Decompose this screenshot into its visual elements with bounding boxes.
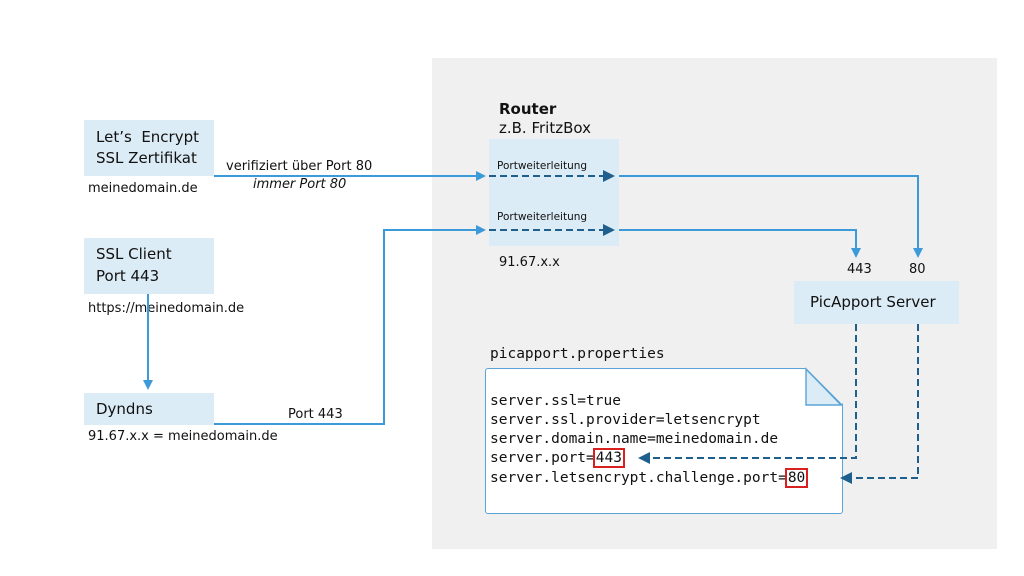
letsencrypt-line2: SSL Zertifikat bbox=[96, 149, 197, 167]
properties-line-5: server.letsencrypt.challenge.port=80 bbox=[490, 468, 809, 488]
server-port-80-label: 80 bbox=[909, 262, 926, 277]
properties-line-1: server.ssl=true bbox=[490, 393, 621, 409]
server-port-value: 443 bbox=[592, 448, 625, 468]
router-ip: 91.67.x.x bbox=[499, 255, 560, 270]
challenge-port-value: 80 bbox=[784, 468, 809, 488]
picapport-server-box bbox=[794, 281, 959, 324]
letsencrypt-edge-label-italic: immer Port 80 bbox=[253, 177, 347, 192]
ssl-client-url: https://meinedomain.de bbox=[88, 301, 245, 316]
properties-line-4: server.port=443 bbox=[490, 448, 625, 468]
challenge-port-key: server.letsencrypt.challenge.port= bbox=[490, 470, 787, 486]
letsencrypt-box bbox=[84, 120, 214, 176]
ssl-client-line1: SSL Client bbox=[96, 245, 172, 263]
forward-label-2: Portweiterleitung bbox=[497, 211, 588, 223]
picapport-server-label: PicApport Server bbox=[810, 293, 936, 311]
server-port-443-label: 443 bbox=[847, 262, 872, 277]
ssl-client-box bbox=[84, 238, 214, 294]
ssl-client-line2: Port 443 bbox=[96, 267, 160, 285]
dyndns-box bbox=[84, 393, 214, 425]
properties-line-3: server.domain.name=meinedomain.de bbox=[490, 431, 779, 447]
letsencrypt-domain: meinedomain.de bbox=[88, 181, 198, 196]
properties-filename: picapport.properties bbox=[490, 346, 665, 362]
router-box bbox=[489, 139, 619, 246]
router-subtitle: z.B. FritzBox bbox=[499, 119, 591, 137]
router-title: Router bbox=[499, 100, 557, 118]
dyndns-edge-label: Port 443 bbox=[288, 407, 343, 422]
letsencrypt-line1: Let’s Encrypt bbox=[96, 128, 200, 146]
server-port-key: server.port= bbox=[490, 450, 595, 466]
dyndns-mapping: 91.67.x.x = meinedomain.de bbox=[88, 429, 278, 444]
dyndns-label: Dyndns bbox=[96, 400, 153, 418]
letsencrypt-edge-label: verifiziert über Port 80 bbox=[226, 159, 373, 174]
properties-line-2: server.ssl.provider=letsencrypt bbox=[490, 412, 761, 428]
forward-label-1: Portweiterleitung bbox=[497, 160, 588, 172]
